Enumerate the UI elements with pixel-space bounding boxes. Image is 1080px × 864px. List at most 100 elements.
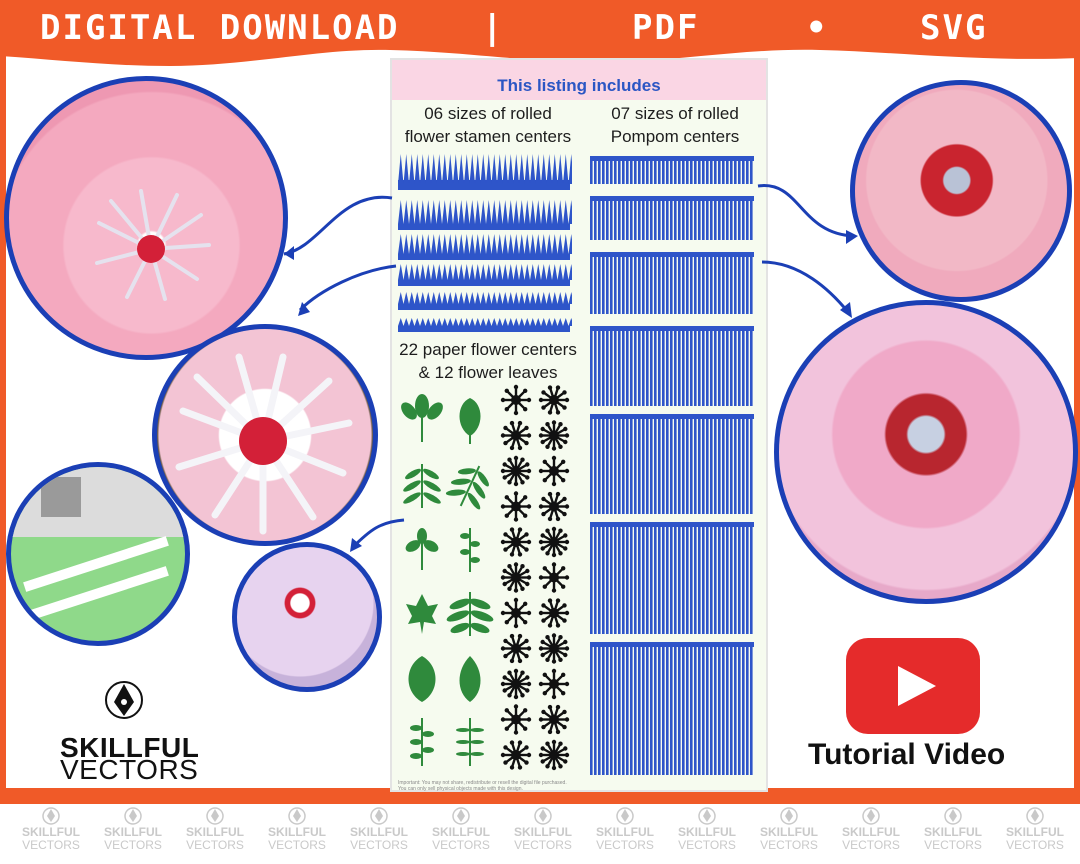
sprig-leaf-icon — [410, 718, 434, 766]
frame-right — [1074, 52, 1080, 804]
flower-photo-white-spiky — [152, 324, 378, 546]
watermark-name: SKILLFUL — [350, 825, 408, 839]
flower-photo-large-left — [4, 76, 288, 360]
pen-nib-logo-icon — [105, 681, 143, 719]
frame-left — [0, 52, 6, 804]
watermark-name: SKILLFUL — [924, 825, 982, 839]
pompom-strip — [590, 196, 754, 240]
flower-photo-top-right — [850, 80, 1072, 302]
leaf-icon — [459, 398, 481, 444]
bottom-bar — [0, 788, 1080, 804]
watermark-name: SKILLFUL — [268, 825, 326, 839]
flower-center-icon — [538, 598, 570, 628]
pen-nib-watermark-icon — [698, 807, 716, 825]
flower-center-icon — [500, 668, 532, 700]
pen-nib-watermark-icon — [862, 807, 880, 825]
sprig-leaf-icon — [460, 528, 480, 572]
flower-center-icon — [538, 385, 570, 415]
pen-nib-watermark-icon — [944, 807, 962, 825]
pompom-strip — [590, 252, 754, 314]
watermark-name: SKILLFUL — [432, 825, 490, 839]
watermark-sub: VECTORS — [514, 838, 572, 852]
pen-nib-watermark-icon — [1026, 807, 1044, 825]
pompom-strip — [590, 156, 754, 184]
tutorial-video-label[interactable]: Tutorial Video — [808, 738, 1006, 771]
flower-center-icon — [538, 562, 570, 593]
watermark-sub: VECTORS — [22, 838, 80, 852]
watermark-sub: VECTORS — [432, 838, 490, 852]
leaf-icon — [459, 656, 481, 702]
watermark-name: SKILLFUL — [104, 825, 162, 839]
pen-nib-watermark-icon — [288, 807, 306, 825]
flower-center-icon — [500, 704, 532, 735]
fine-print: Important: You may not share, redistribu… — [398, 780, 758, 792]
fern-leaf-icon — [403, 464, 441, 508]
watermark-name: SKILLFUL — [842, 825, 900, 839]
flower-photo-bottom-right — [774, 300, 1078, 604]
flower-center-icon — [500, 562, 532, 593]
flower-center-icon — [500, 420, 532, 451]
centers-label-line1: 22 paper flower centers — [399, 340, 577, 359]
watermark-name: SKILLFUL — [596, 825, 654, 839]
watermark-sub: VECTORS — [842, 838, 900, 852]
watermark-sub: VECTORS — [596, 838, 654, 852]
stamen-strip — [398, 154, 572, 190]
flower-center-icon — [538, 739, 570, 771]
flower-center-icon — [538, 633, 570, 664]
centers-label: 22 paper flower centers & 12 flower leav… — [396, 338, 580, 384]
pompom-label-line1: 07 sizes of rolled — [611, 104, 739, 123]
flower-center-icon — [500, 633, 532, 664]
pompom-strip — [590, 522, 754, 634]
pen-nib-watermark-icon — [206, 807, 224, 825]
sheet-header-title: This listing includes — [497, 76, 661, 95]
youtube-play-icon[interactable] — [846, 638, 980, 734]
leaf-icon — [401, 394, 443, 442]
sprig-leaf-icon — [456, 718, 484, 766]
stamen-strip — [398, 318, 572, 332]
flower-center-icon — [538, 668, 570, 700]
pompom-strip — [590, 642, 754, 775]
watermark-name: SKILLFUL — [678, 825, 736, 839]
logo-sub: VECTORS — [60, 754, 199, 785]
pompom-strips — [590, 156, 754, 775]
fine-print-line1: Important: You may not share, redistribu… — [398, 780, 567, 786]
logo-name: SKILLFUL — [60, 732, 200, 763]
fern-leaf-icon — [445, 465, 489, 510]
stamen-strips — [398, 154, 572, 332]
flower-center-icon — [538, 420, 570, 451]
pen-nib-watermark-icon — [370, 807, 388, 825]
flower-center-icon — [500, 491, 532, 522]
sheet-header-band — [392, 60, 766, 100]
watermark-name: SKILLFUL — [22, 825, 80, 839]
flower-center-icon — [538, 526, 570, 558]
pen-nib-watermark-icon — [616, 807, 634, 825]
flower-center-icon — [500, 597, 532, 629]
fine-print-line2: You can only sell physical objects made … — [398, 786, 523, 792]
pen-nib-watermark-icon — [780, 807, 798, 825]
stamen-strip — [398, 234, 572, 260]
leaves-grid — [401, 394, 494, 766]
leaf-icon — [408, 656, 436, 702]
pen-nib-watermark-icon — [42, 807, 60, 825]
watermark-sub: VECTORS — [104, 838, 162, 852]
banner-pdf: PDF — [632, 8, 700, 48]
watermark-sub: VECTORS — [760, 838, 818, 852]
pen-nib-watermark-icon — [534, 807, 552, 825]
watermark-sub: VECTORS — [186, 838, 244, 852]
watermark-name: SKILLFUL — [186, 825, 244, 839]
flower-center-icon — [538, 704, 570, 735]
pen-nib-watermark-icon — [124, 807, 142, 825]
banner-svg: SVG — [920, 8, 988, 48]
